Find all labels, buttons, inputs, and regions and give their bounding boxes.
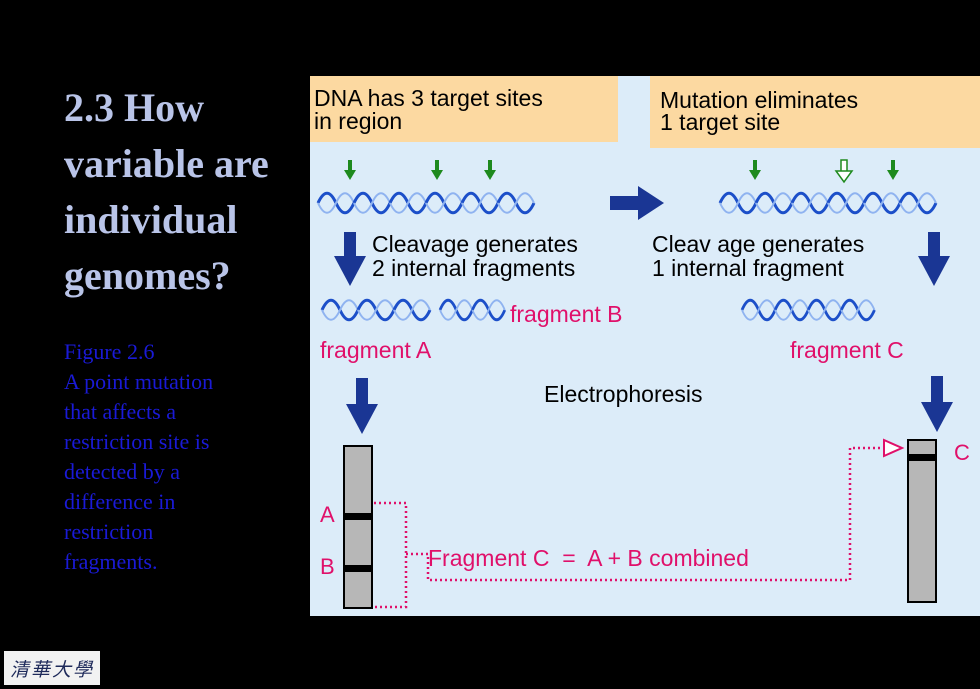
fragment-c-label: fragment C	[790, 337, 904, 363]
band-c	[908, 454, 936, 461]
cleavage-arrow-left	[334, 232, 366, 286]
fragment-a-label: fragment A	[320, 337, 432, 363]
electrophoresis-label: Electrophoresis	[544, 381, 703, 407]
eliminated-site-arrow	[834, 159, 854, 184]
combine-dotted-path	[374, 446, 886, 609]
restriction-diagram: DNA has 3 target sites in region Mutatio…	[310, 76, 980, 616]
left-cleavage-line-1: Cleavage generates	[372, 231, 578, 257]
right-cleavage-line-1: Cleav age generates	[652, 231, 864, 257]
right-cleavage-line-2: 1 internal fragment	[652, 255, 844, 281]
slide-title: 2.3 How variable are individual genomes?	[64, 80, 314, 304]
right-header-box	[650, 76, 980, 148]
left-header-line-2: in region	[314, 108, 402, 134]
target-site-arrow-1	[344, 160, 356, 180]
target-site-arrow-4	[749, 160, 761, 180]
caption-line-5: detected by a	[64, 459, 181, 484]
caption-line-4: restriction site is	[64, 429, 210, 454]
band-b	[344, 565, 372, 572]
cleavage-arrow-right	[918, 232, 950, 286]
right-header-line-1: Mutation eliminates	[660, 87, 858, 113]
combine-arrowhead	[883, 438, 905, 458]
caption-line-2: A point mutation	[64, 369, 214, 394]
band-b-label: B	[320, 554, 335, 579]
band-a-label: A	[320, 502, 335, 527]
target-site-arrow-3	[484, 160, 496, 180]
left-header-box	[310, 76, 618, 142]
university-logo: 清華大學	[4, 651, 100, 685]
target-site-arrow-5	[887, 160, 899, 180]
right-header-line-2: 1 target site	[660, 109, 780, 135]
mutation-arrow	[610, 186, 664, 220]
caption-line-7: restriction	[64, 519, 154, 544]
diagram-panel	[310, 76, 980, 616]
band-c-label: C	[954, 440, 970, 465]
electrophoresis-arrow-right	[921, 376, 953, 432]
left-header-line-1: DNA has 3 target sites	[314, 85, 543, 111]
figure-caption: Figure 2.6 A point mutation that affects…	[64, 337, 304, 577]
caption-line-3: that affects a	[64, 399, 176, 424]
band-a	[344, 513, 372, 520]
title-line-4: genomes?	[64, 253, 231, 298]
caption-line-1: Figure 2.6	[64, 339, 155, 364]
left-cleavage-line-2: 2 internal fragments	[372, 255, 575, 281]
fragment-b-label: fragment B	[510, 301, 623, 327]
target-site-arrow-2	[431, 160, 443, 180]
title-line-3: individual	[64, 197, 238, 242]
title-line-2: variable are	[64, 141, 269, 186]
gel-lane-left	[343, 445, 373, 609]
combined-label: Fragment C = A + B combined	[428, 545, 749, 571]
caption-line-8: fragments.	[64, 549, 158, 574]
electrophoresis-arrow-left	[346, 378, 378, 434]
gel-lane-right	[907, 439, 937, 603]
caption-line-6: difference in	[64, 489, 176, 514]
title-line-1: 2.3 How	[64, 85, 204, 130]
